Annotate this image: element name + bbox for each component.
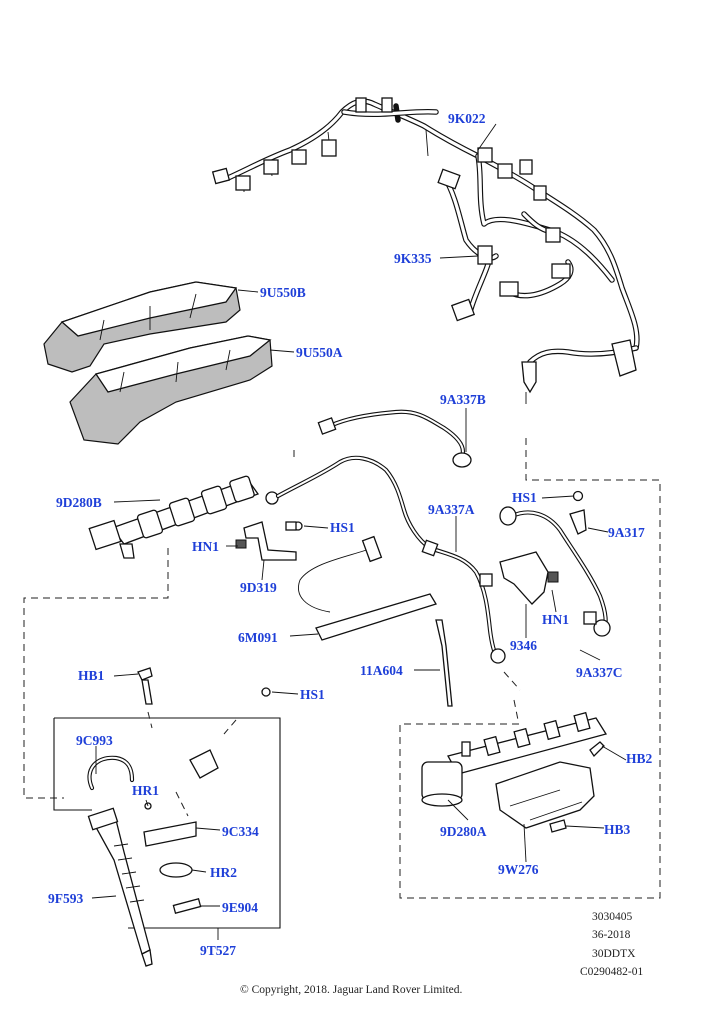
dashed-group-boundaries [23, 438, 661, 899]
label-hr2: HR2 [210, 865, 237, 880]
label-9w276: 9W276 [498, 862, 539, 877]
label-9c993: 9C993 [76, 733, 113, 748]
label-9f593: 9F593 [48, 891, 83, 906]
label-9346: 9346 [510, 638, 537, 653]
label-9e904: 9E904 [222, 900, 258, 915]
label-hs1-lower: HS1 [300, 687, 325, 702]
label-9d319: 9D319 [240, 580, 277, 595]
label-hr1: HR1 [132, 783, 159, 798]
reference-code: C0290482-01 [580, 966, 644, 978]
reference-code: 30DDTX [592, 948, 636, 960]
fuel-rail-9d280b [88, 475, 279, 559]
label-9a317: 9A317 [608, 525, 645, 540]
engine-cover-9u550a [69, 335, 273, 445]
label-hn1-right: HN1 [542, 612, 569, 627]
label-6m091: 6M091 [238, 630, 278, 645]
leader-lines [91, 123, 627, 940]
label-hb2: HB2 [626, 751, 653, 766]
label-9u550a: 9U550A [296, 345, 343, 360]
label-9k335: 9K335 [394, 251, 432, 266]
label-9a337a: 9A337A [428, 502, 475, 517]
label-9k022: 9K022 [448, 111, 486, 126]
label-9u550b: 9U550B [260, 285, 306, 300]
label-9t527: 9T527 [200, 943, 236, 958]
label-11a604: 11A604 [360, 663, 403, 678]
label-9d280b: 9D280B [56, 495, 102, 510]
reference-code: 36-2018 [592, 929, 631, 941]
label-hs1-center: HS1 [330, 520, 355, 535]
fuel-rail-9d280a [421, 711, 608, 829]
hardware-parts [137, 490, 605, 833]
label-9a337b: 9A337B [440, 392, 486, 407]
injector-kit-9t527 [53, 711, 281, 967]
label-9a337c: 9A337C [576, 665, 623, 680]
reference-block: 3030405 36-2018 30DDTX C0290482-01 © Cop… [240, 911, 644, 996]
copyright-notice: © Copyright, 2018. Jaguar Land Rover Lim… [240, 984, 463, 996]
label-hb3: HB3 [604, 822, 631, 837]
label-9d280a: 9D280A [440, 824, 487, 839]
label-9c334: 9C334 [222, 824, 259, 839]
label-hb1: HB1 [78, 668, 105, 683]
label-hn1-left: HN1 [192, 539, 219, 554]
reference-code: 3030405 [592, 911, 633, 923]
fuel-pipes [275, 409, 611, 721]
wiring-harness-9k022 [211, 97, 640, 404]
engine-cover-9u550b [43, 281, 241, 373]
label-hs1-upper-right: HS1 [512, 490, 537, 505]
part-labels: 9K022 9K335 9U550B 9U550A 9A337B 9D280B … [48, 111, 653, 958]
